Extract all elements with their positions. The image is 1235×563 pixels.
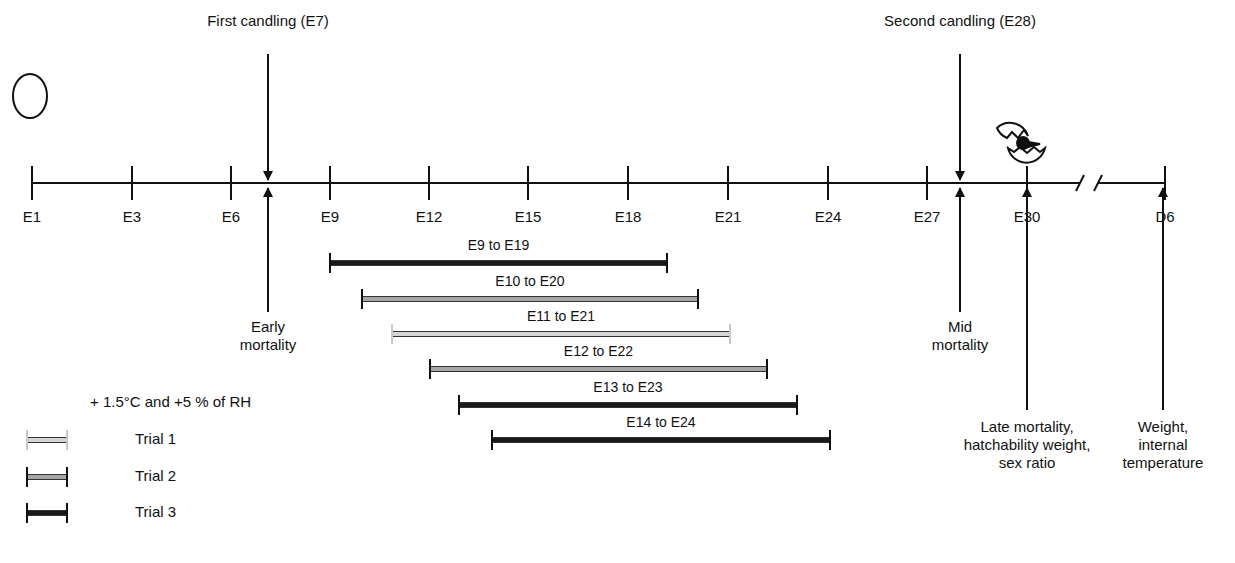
legend-tick [26,430,28,450]
bar-label: E14 to E24 [492,414,830,431]
bar-label: E9 to E19 [330,237,667,254]
bar-fill [362,296,698,302]
tick-label: E24 [808,208,848,226]
candling-arrow [267,54,269,180]
mortality-arrow [267,188,269,312]
event-label: First candling (E7) [198,12,338,30]
legend-swatch [27,437,67,443]
legend-tick [26,503,28,523]
bar-fill [492,437,830,443]
tick-label: E1 [12,208,52,226]
measure-label: Late mortality, hatchability weight, sex… [961,418,1093,472]
mortality-arrow [959,188,961,312]
candling-arrow [959,54,961,180]
bar-end [766,359,768,379]
tick-label: E30 [1007,208,1047,226]
legend-item: Trial 2 [27,466,227,488]
bar-end [829,430,831,450]
egg-icon [13,74,47,118]
bar-fill [430,366,767,372]
timing-bar: E13 to E23 [459,379,797,405]
timing-bar: E10 to E20 [362,273,698,299]
event-label: Mid mortality [920,318,1000,354]
bar-fill [330,260,667,266]
bar-label: E11 to E21 [392,308,730,325]
legend-title: + 1.5°C and +5 % of RH [90,393,251,411]
bar-end [666,253,668,273]
legend-swatch [27,474,67,480]
bar-end [429,359,431,379]
tick-label: E27 [907,208,947,226]
bar-end [329,253,331,273]
legend-text: Trial 1 [135,430,176,448]
bar-end [697,289,699,309]
legend-item: Trial 3 [27,502,227,524]
bar-fill [392,331,730,337]
tick-label: E21 [708,208,748,226]
bar-end [729,324,731,344]
bar-label: E13 to E23 [459,379,797,396]
tick-label: D6 [1145,208,1185,226]
bar-end [491,430,493,450]
legend-tick [26,467,28,487]
bar-label: E10 to E20 [362,273,698,290]
bar-end [458,395,460,415]
legend-text: Trial 2 [135,467,176,485]
legend-item: Trial 1 [27,429,227,451]
bar-fill [459,402,797,408]
timing-bar: E12 to E22 [430,343,767,369]
tick-label: E18 [608,208,648,226]
bar-end [361,289,363,309]
event-label: Early mortality [228,318,308,354]
bar-end [391,324,393,344]
legend-swatch [27,510,67,516]
bar-end [796,395,798,415]
legend-tick [66,467,68,487]
tick-label: E9 [310,208,350,226]
legend-tick [66,430,68,450]
hatching-chick-icon [997,123,1045,163]
timing-bar: E9 to E19 [330,237,667,263]
timing-bar: E11 to E21 [392,308,730,334]
tick-label: E3 [112,208,152,226]
measure-label: Weight, internal temperature [1113,418,1213,472]
tick-label: E6 [211,208,251,226]
bar-label: E12 to E22 [430,343,767,360]
legend-tick [66,503,68,523]
legend-text: Trial 3 [135,503,176,521]
tick-label: E15 [508,208,548,226]
event-label: Second candling (E28) [875,12,1045,30]
tick-label: E12 [409,208,449,226]
timing-bar: E14 to E24 [492,414,830,440]
time-axis [32,166,1165,200]
